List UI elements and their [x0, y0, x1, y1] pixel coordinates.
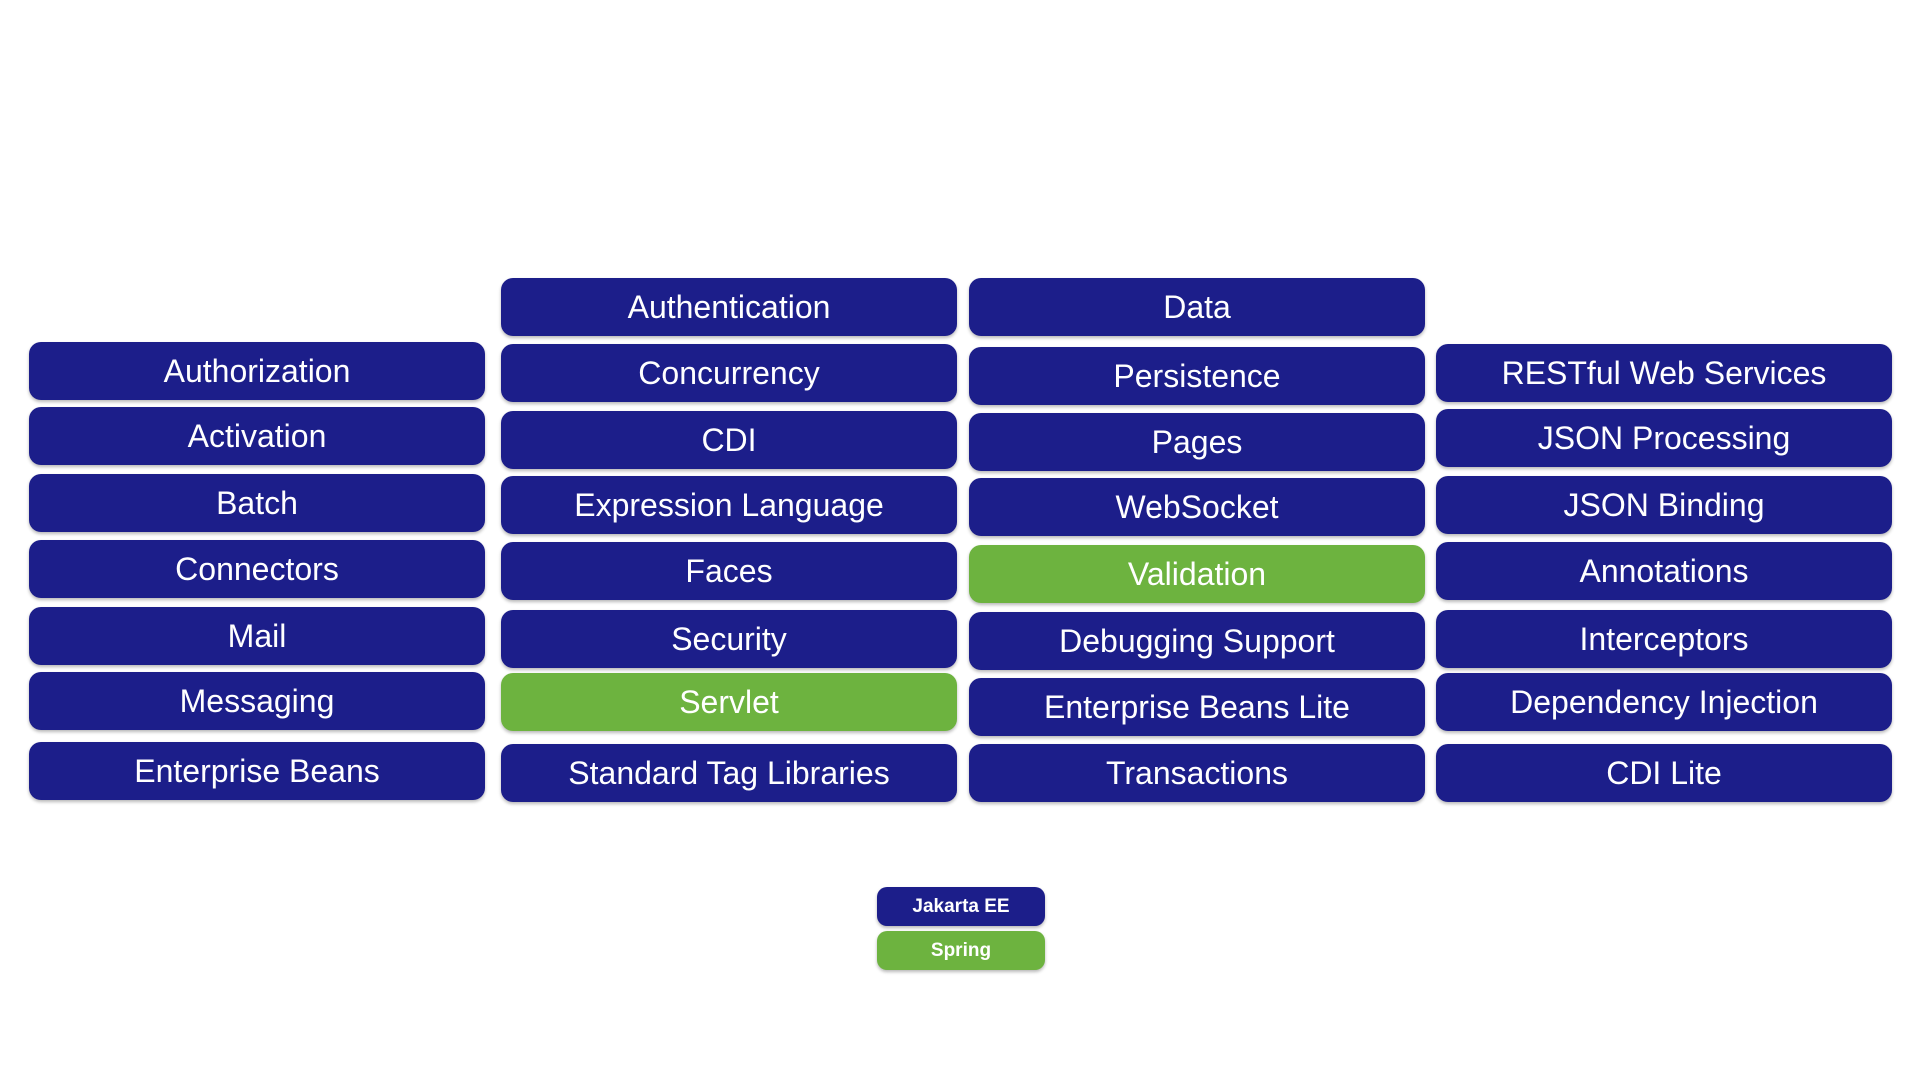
spec-box-enterprise-beans: Enterprise Beans: [29, 742, 485, 800]
spec-box-json-processing: JSON Processing: [1436, 409, 1892, 467]
spec-box-interceptors: Interceptors: [1436, 610, 1892, 668]
legend-item-jakarta-ee: Jakarta EE: [877, 887, 1045, 926]
spec-box-faces: Faces: [501, 542, 957, 600]
spec-box-cdi: CDI: [501, 411, 957, 469]
spec-box-activation: Activation: [29, 407, 485, 465]
spec-box-transactions: Transactions: [969, 744, 1425, 802]
spec-box-mail: Mail: [29, 607, 485, 665]
spec-box-annotations: Annotations: [1436, 542, 1892, 600]
legend-item-spring: Spring: [877, 931, 1045, 970]
spec-box-restful-web-services: RESTful Web Services: [1436, 344, 1892, 402]
spec-box-concurrency: Concurrency: [501, 344, 957, 402]
spec-box-validation: Validation: [969, 545, 1425, 603]
spec-box-debugging-support: Debugging Support: [969, 612, 1425, 670]
spec-box-servlet: Servlet: [501, 673, 957, 731]
spec-box-dependency-injection: Dependency Injection: [1436, 673, 1892, 731]
spec-box-messaging: Messaging: [29, 672, 485, 730]
spec-box-pages: Pages: [969, 413, 1425, 471]
spec-box-expression-language: Expression Language: [501, 476, 957, 534]
spec-box-standard-tag-libraries: Standard Tag Libraries: [501, 744, 957, 802]
spec-box-connectors: Connectors: [29, 540, 485, 598]
spec-box-authentication: Authentication: [501, 278, 957, 336]
spec-box-json-binding: JSON Binding: [1436, 476, 1892, 534]
spec-box-authorization: Authorization: [29, 342, 485, 400]
spec-box-websocket: WebSocket: [969, 478, 1425, 536]
spec-box-enterprise-beans-lite: Enterprise Beans Lite: [969, 678, 1425, 736]
spec-box-data: Data: [969, 278, 1425, 336]
spec-box-cdi-lite: CDI Lite: [1436, 744, 1892, 802]
spec-box-persistence: Persistence: [969, 347, 1425, 405]
spec-box-batch: Batch: [29, 474, 485, 532]
spec-box-security: Security: [501, 610, 957, 668]
